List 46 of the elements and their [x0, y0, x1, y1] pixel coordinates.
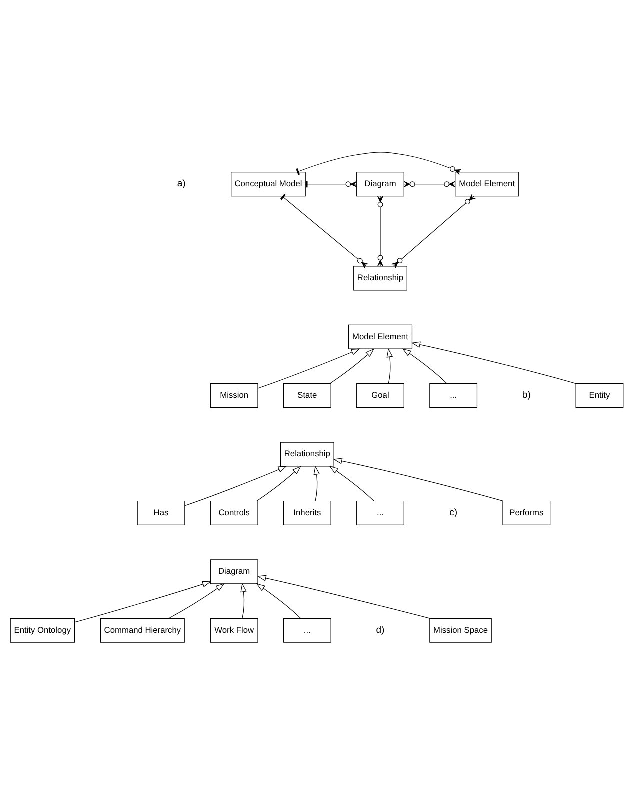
node-box: Diagram	[210, 560, 258, 584]
arrow	[240, 583, 247, 619]
connector	[296, 152, 462, 176]
node-box: Performs	[502, 500, 551, 526]
node-box: Mission	[210, 384, 258, 408]
node-box: ...	[356, 500, 404, 526]
arrow	[184, 466, 288, 506]
node-box: Entity Ontology	[10, 618, 75, 643]
node-box: Command Hierarchy	[100, 618, 185, 643]
node-box: Goal	[356, 384, 404, 408]
node-box: Conceptual Model	[231, 172, 306, 197]
label: b)	[522, 390, 531, 402]
node-box: ...	[283, 618, 332, 643]
connector	[392, 194, 476, 269]
arrow	[256, 584, 302, 619]
node-box: Controls	[210, 500, 258, 526]
node-box: Entity	[576, 384, 624, 408]
label: a)	[177, 178, 186, 190]
node-box: Inherits	[283, 500, 332, 526]
arrow	[329, 466, 374, 502]
arrow	[258, 348, 360, 389]
arrow	[402, 348, 448, 384]
arrow	[314, 466, 320, 502]
label: c)	[450, 507, 458, 518]
node-box: State	[283, 384, 332, 408]
connector	[280, 194, 369, 269]
node-box: Diagram	[356, 172, 404, 197]
node-box: ...	[430, 384, 478, 408]
node-box: Relationship	[280, 442, 334, 467]
node-box: Relationship	[354, 266, 408, 291]
node-box: Has	[137, 500, 186, 526]
node-box: Mission Space	[430, 618, 492, 643]
arrow	[256, 466, 302, 502]
arrow	[330, 348, 374, 384]
node-box: Model Element	[455, 172, 520, 197]
arrow	[168, 584, 225, 619]
connector	[378, 196, 384, 267]
arrow	[333, 458, 504, 502]
node-box: Model Element	[348, 324, 413, 350]
arrow	[386, 348, 394, 384]
connector	[404, 181, 456, 188]
arrow	[257, 575, 430, 619]
label: d)	[376, 624, 385, 636]
arrow	[411, 342, 576, 384]
arrow	[74, 581, 212, 623]
node-box: Work Flow	[210, 618, 258, 643]
